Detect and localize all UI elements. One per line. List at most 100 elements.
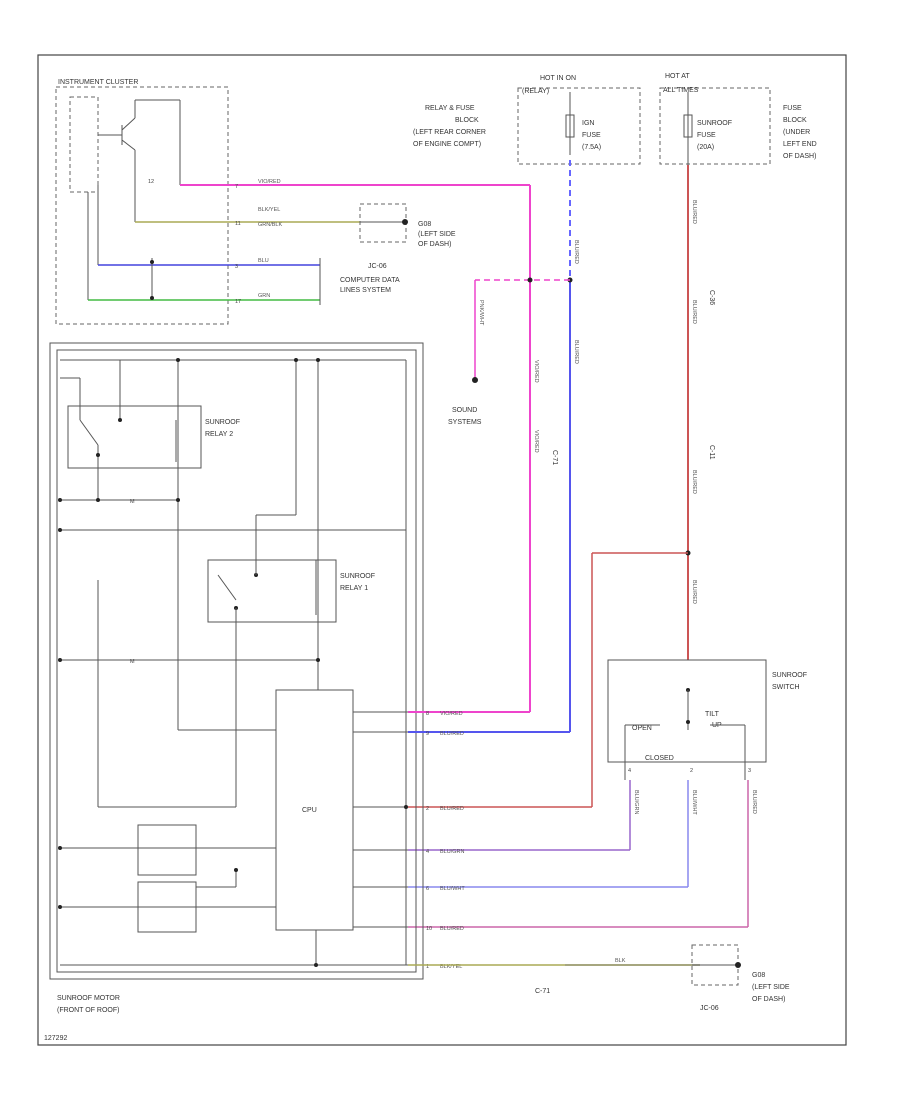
cpu-connector: 8 VIO/RED 9 BLU/RED 2 BLU/RED 4 BLU/GRN … xyxy=(408,711,570,970)
instrument-cluster-label: INSTRUMENT CLUSTER xyxy=(58,79,138,86)
wire-label-blu-red-cpu: BLU/RED xyxy=(440,731,464,737)
diagram-id: 127292 xyxy=(44,1035,67,1042)
switch-pin-open: 4 xyxy=(628,768,631,774)
cpu-pin-6: 6 xyxy=(426,886,429,892)
relay-fuse-block: HOT IN ON (RELAY) RELAY & FUSE BLOCK (LE… xyxy=(413,75,641,165)
switch-pin-tilt: 3 xyxy=(748,768,751,774)
wire-label-blu-grn-v: BLU/GRN xyxy=(633,790,639,814)
hot-at-all-times-label: HOT AT xyxy=(665,73,690,80)
switch-closed-label: CLOSED xyxy=(645,755,674,762)
sunroof-relay-2-label: SUNROOF xyxy=(205,419,240,426)
wire-label-blu-wht-v: BLU/WHT xyxy=(691,790,697,815)
wire-label-blu-red-tilt: BLU/RED xyxy=(440,926,464,932)
wire-label-blu-wht: BLU/WHT xyxy=(440,886,465,892)
wire-label-pnk-wht: PNK/WHT xyxy=(478,300,484,326)
jc06-bottom-label: JC-06 xyxy=(700,1005,719,1012)
wire-label-blu-red-main: BLU/RED xyxy=(751,790,757,814)
cpu-pin-1: 1 xyxy=(426,964,429,970)
sunroof-motor-label: SUNROOF MOTOR xyxy=(57,995,120,1002)
wire-label-grn: GRN xyxy=(258,293,270,299)
wire-label-blu-red-2: BLU/RED xyxy=(691,300,697,324)
ground-g08-bottom: G08 xyxy=(752,972,765,979)
cpu-pin-2: 2 xyxy=(426,806,429,812)
sound-systems-label: SOUND xyxy=(452,407,477,414)
wire-label-vio-red-3: VIO/RED xyxy=(440,711,463,717)
svg-text:OF DASH): OF DASH) xyxy=(752,996,785,1003)
wire-label-vio-red-2: VIO/RED xyxy=(533,430,539,453)
sunroof-relay-1-label: SUNROOF xyxy=(340,573,375,580)
fuse-block-hot-at-all-times: HOT AT ALL TIMES SUNROOF FUSE (20A) FUSE… xyxy=(659,73,817,165)
instrument-cluster: INSTRUMENT CLUSTER xyxy=(55,79,229,325)
fuse-block-label: FUSE xyxy=(783,105,802,112)
svg-text:SWITCH: SWITCH xyxy=(772,684,800,691)
switch-tilt-label: TILT xyxy=(705,711,720,718)
sunroof-fuse-label: SUNROOF xyxy=(697,120,732,127)
pin-3: 3 xyxy=(235,264,238,270)
connector-c71-b: C-71 xyxy=(535,988,550,995)
svg-text:(7.5A): (7.5A) xyxy=(582,144,601,151)
svg-text:OF ENGINE COMPT): OF ENGINE COMPT) xyxy=(413,141,481,148)
sound-systems-branch: PNK/WHT SOUND SYSTEMS VIO/RED VIO/RED C-… xyxy=(448,277,570,465)
svg-text:BLOCK: BLOCK xyxy=(455,117,479,124)
connector-c71-a: C-71 xyxy=(551,450,558,465)
ign-wire: BLU/RED BLU/RED xyxy=(567,160,579,732)
diagram-frame xyxy=(37,54,847,1046)
svg-text:BLOCK: BLOCK xyxy=(783,117,807,124)
wire-label-blu-red-v1: BLU/RED xyxy=(691,580,697,604)
svg-text:ALL TIMES: ALL TIMES xyxy=(663,87,699,94)
wire-label-blk: BLK xyxy=(615,958,626,964)
svg-text:(LEFT REAR CORNER: (LEFT REAR CORNER xyxy=(413,129,486,136)
svg-text:(LEFT SIDE: (LEFT SIDE xyxy=(752,984,790,991)
svg-text:OF DASH): OF DASH) xyxy=(783,153,816,160)
switch-pin-closed: 2 xyxy=(690,768,693,774)
cluster-wire-data: 3 BLU 17 GRN COMPUTER DATA LINES SYSTEM xyxy=(88,258,400,305)
cpu-pin-8: 8 xyxy=(426,711,429,717)
svg-text:M: M xyxy=(130,499,135,505)
cpu-pin-9: 9 xyxy=(426,731,429,737)
switch-output-wires: BLU/GRN BLU/WHT BLU/RED xyxy=(408,780,757,928)
svg-text:LINES SYSTEM: LINES SYSTEM xyxy=(340,287,391,294)
svg-text:(20A): (20A) xyxy=(697,144,714,151)
pin-7: 7 xyxy=(235,184,238,190)
wire-label-grn-blk: GRN/BLK xyxy=(258,222,282,228)
hot-in-on-label: HOT IN ON xyxy=(540,75,576,82)
jc06-top-label: JC-06 xyxy=(368,263,387,270)
wire-label-blu-grn: BLU/GRN xyxy=(440,849,464,855)
cpu-pin-10: 10 xyxy=(426,926,432,932)
svg-text:RELAY 1: RELAY 1 xyxy=(340,585,368,592)
sunroof-switch-label: SUNROOF xyxy=(772,672,807,679)
sunroof-switch: SUNROOF SWITCH OPEN TILT UP CLOSED 4 2 3 xyxy=(607,659,807,780)
wire-label-blu-red-v2: BLU/RED xyxy=(573,340,579,364)
svg-text:(LEFT SIDE: (LEFT SIDE xyxy=(418,231,456,238)
computer-data-lines-label: COMPUTER DATA xyxy=(340,277,400,284)
connector-c36: C-36 xyxy=(708,290,715,305)
svg-text:LEFT END: LEFT END xyxy=(783,141,817,148)
svg-text:M: M xyxy=(130,659,135,665)
cluster-wire-vio-red: 12 VIO/RED 7 xyxy=(148,179,531,712)
pin-11: 11 xyxy=(235,221,241,227)
svg-text:FUSE: FUSE xyxy=(697,132,716,139)
svg-text:OF DASH): OF DASH) xyxy=(418,241,451,248)
svg-text:(UNDER: (UNDER xyxy=(783,129,810,136)
svg-text:SYSTEMS: SYSTEMS xyxy=(448,419,482,426)
wire-label-blu-red-ign: BLU/RED xyxy=(573,240,579,264)
cpu-label: CPU xyxy=(302,807,317,814)
bottom-ground-wire: BLK C-71 G08 (LEFT SIDE OF DASH) JC-06 xyxy=(408,944,790,1012)
wire-label-blk-yel-2: BLK/YEL xyxy=(440,964,462,970)
wire-label-blu-red-3: BLU/RED xyxy=(691,470,697,494)
wire-label-blu-red-1: BLU/RED xyxy=(691,200,697,224)
cpu-pin-4: 4 xyxy=(426,849,429,855)
wire-label-blu: BLU xyxy=(258,258,269,264)
ground-g08-top: G08 xyxy=(418,221,431,228)
svg-text:RELAY 2: RELAY 2 xyxy=(205,431,233,438)
wire-label-blk-yel-1: BLK/YEL xyxy=(258,207,280,213)
ign-fuse-label: IGN xyxy=(582,120,594,127)
svg-text:FUSE: FUSE xyxy=(582,132,601,139)
wire-label-blu-red-pwr: BLU/RED xyxy=(440,806,464,812)
switch-open-label: OPEN xyxy=(632,725,652,732)
connector-c11: C-11 xyxy=(708,445,715,460)
svg-text:(RELAY): (RELAY) xyxy=(522,88,549,95)
power-wire: BLU/RED BLU/RED BLU/RED BLU/RED C-36 C-1… xyxy=(408,165,715,808)
svg-text:(FRONT OF ROOF): (FRONT OF ROOF) xyxy=(57,1007,119,1014)
